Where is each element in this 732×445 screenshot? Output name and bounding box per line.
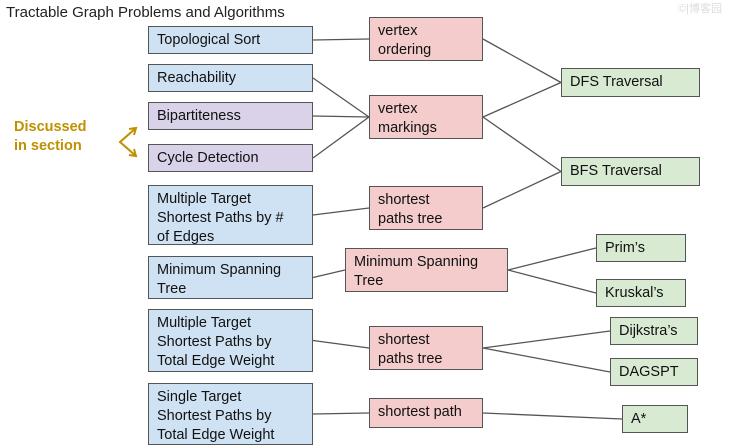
technique-box-shortest-path: shortest path bbox=[369, 398, 483, 428]
technique-box-shortest-paths-tree: shortest paths tree bbox=[369, 186, 483, 230]
box-line: vertex bbox=[378, 23, 418, 39]
box-line: shortest path bbox=[378, 404, 462, 420]
connector-p1-t1 bbox=[312, 38, 370, 41]
algorithm-box-bfs-traversal: BFS Traversal bbox=[561, 157, 700, 186]
algorithm-box-prims: Prim’s bbox=[596, 234, 686, 262]
box-line: markings bbox=[378, 120, 437, 136]
box-line: Dijkstra’s bbox=[619, 323, 678, 339]
annotation-line: in section bbox=[14, 138, 82, 154]
algorithm-box-kruskals: Kruskal’s bbox=[596, 279, 686, 307]
box-line: ordering bbox=[378, 42, 432, 58]
technique-box-vertex-ordering: vertex ordering bbox=[369, 17, 483, 61]
box-line: DAGSPT bbox=[619, 364, 679, 380]
problem-box-minimum-spanning-tree: Minimum Spanning Tree bbox=[148, 256, 313, 299]
connector-t5-a5 bbox=[482, 330, 611, 349]
algorithm-box-dagspt: DAGSPT bbox=[610, 358, 698, 386]
box-line: Prim’s bbox=[605, 240, 646, 256]
box-line: shortest bbox=[378, 192, 430, 208]
box-line: Tree bbox=[157, 281, 187, 297]
box-line: Total Edge Weight bbox=[157, 353, 275, 369]
algorithm-box-dijkstras: Dijkstra’s bbox=[610, 317, 698, 345]
box-line: paths tree bbox=[378, 351, 443, 367]
connector-t3-a2 bbox=[482, 170, 562, 209]
problem-box-shortest-paths-edges: Multiple Target Shortest Paths by # of E… bbox=[148, 185, 313, 245]
box-line: Minimum Spanning bbox=[354, 254, 479, 270]
box-line: Minimum Spanning bbox=[157, 262, 282, 278]
box-line: vertex bbox=[378, 101, 418, 117]
connector-t1-a1 bbox=[482, 38, 562, 84]
algorithm-box-astar: A* bbox=[622, 405, 688, 433]
box-line: Shortest Paths by # bbox=[157, 210, 284, 226]
problem-box-single-target-shortest-path: Single Target Shortest Paths by Total Ed… bbox=[148, 383, 313, 445]
box-line: shortest bbox=[378, 332, 430, 348]
box-line: Multiple Target bbox=[157, 191, 252, 207]
box-line: Bipartiteness bbox=[157, 108, 241, 124]
box-line: BFS Traversal bbox=[570, 163, 662, 179]
connector-p6-t4 bbox=[312, 269, 346, 279]
box-line: A* bbox=[631, 411, 647, 427]
connector-t2-a1 bbox=[482, 81, 562, 118]
problem-box-cycle-detection: Cycle Detection bbox=[148, 144, 313, 172]
box-line: Topological Sort bbox=[157, 32, 261, 48]
problem-box-shortest-paths-weight: Multiple Target Shortest Paths by Total … bbox=[148, 309, 313, 372]
box-line: Tree bbox=[354, 273, 384, 289]
connector-t4-a3 bbox=[507, 247, 597, 271]
box-line: Kruskal’s bbox=[605, 285, 664, 301]
watermark: ©|博客园 bbox=[678, 3, 722, 15]
connector-p3-t2 bbox=[312, 115, 370, 118]
box-line: paths tree bbox=[378, 211, 443, 227]
box-line: Shortest Paths by bbox=[157, 408, 272, 424]
technique-box-shortest-paths-tree-2: shortest paths tree bbox=[369, 326, 483, 370]
connector-p5-t3 bbox=[312, 207, 370, 216]
problem-box-topological-sort: Topological Sort bbox=[148, 26, 313, 54]
technique-box-minimum-spanning-tree: Minimum Spanning Tree bbox=[345, 248, 508, 292]
discussed-annotation: Discussed in section bbox=[14, 118, 87, 156]
annotation-line: Discussed bbox=[14, 119, 87, 135]
box-line: of Edges bbox=[157, 229, 215, 245]
connector-t5-a6 bbox=[482, 347, 611, 373]
box-line: Multiple Target bbox=[157, 315, 252, 331]
problem-box-reachability: Reachability bbox=[148, 64, 313, 92]
connector-t6-a7 bbox=[482, 412, 623, 420]
box-line: Single Target bbox=[157, 389, 242, 405]
box-line: Reachability bbox=[157, 70, 236, 86]
problem-box-bipartiteness: Bipartiteness bbox=[148, 102, 313, 130]
connector-p4-t2 bbox=[312, 116, 370, 159]
algorithm-box-dfs-traversal: DFS Traversal bbox=[561, 68, 700, 97]
connector-p7-t5 bbox=[312, 339, 370, 349]
double-arrow-icon bbox=[118, 126, 138, 158]
diagram-title: Tractable Graph Problems and Algorithms bbox=[6, 4, 285, 21]
technique-box-vertex-markings: vertex markings bbox=[369, 95, 483, 139]
box-line: Shortest Paths by bbox=[157, 334, 272, 350]
connector-t4-a4 bbox=[507, 269, 597, 294]
box-line: Total Edge Weight bbox=[157, 427, 275, 443]
box-line: DFS Traversal bbox=[570, 74, 663, 90]
connector-p8-t6 bbox=[312, 412, 370, 415]
connector-t2-a2 bbox=[482, 116, 562, 173]
box-line: Cycle Detection bbox=[157, 150, 259, 166]
connector-p2-t2 bbox=[312, 77, 370, 118]
